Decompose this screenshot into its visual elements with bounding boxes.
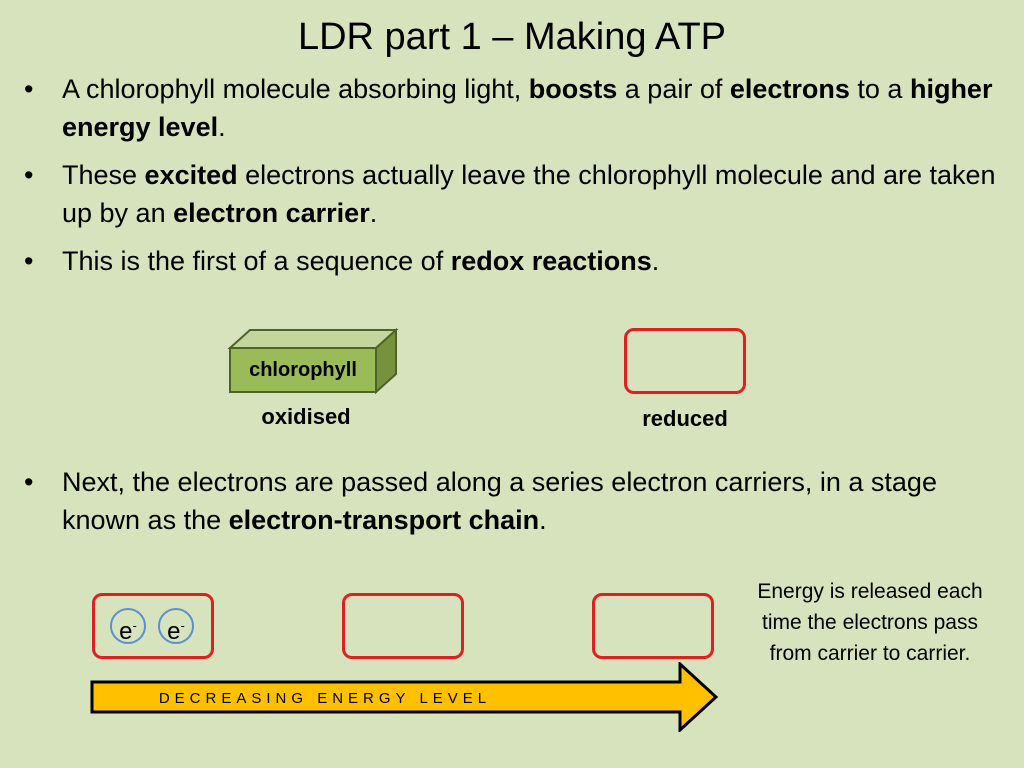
energy-note: Energy is released each time the electro… [757, 580, 983, 665]
bullet-dot: • [24, 467, 34, 497]
bullet-list: • A chlorophyll molecule absorbing light… [22, 70, 1012, 290]
bullet-dot: • [24, 160, 34, 190]
carrier-box-2 [342, 593, 464, 659]
bullet-dot: • [24, 74, 34, 104]
chlorophyll-label: chlorophyll [249, 359, 357, 381]
chlorophyll-block-top [227, 329, 399, 349]
oxidised-label: oxidised [261, 404, 351, 429]
bullet-3-text: This is the first of a sequence of redox… [62, 246, 660, 276]
arrow-label: DECREASING ENERGY LEVEL [159, 690, 491, 707]
reduced-label: reduced [642, 406, 728, 431]
arrow-shape [90, 662, 719, 732]
bullet-2: • These excited electrons actually leave… [22, 156, 1012, 232]
slide-title: LDR part 1 – Making ATP [297, 16, 727, 58]
carrier-box-3 [592, 593, 714, 659]
electron-1: e- [110, 608, 146, 645]
bullet-list-2: • Next, the electrons are passed along a… [22, 463, 1012, 549]
bullet-4-text: Next, the electrons are passed along a s… [62, 467, 937, 535]
bullet-1-text: A chlorophyll molecule absorbing light, … [62, 74, 993, 142]
bullet-2-text: These excited electrons actually leave t… [62, 160, 996, 228]
chlorophyll-block-front [229, 347, 377, 393]
chlorophyll-block: chlorophyll [227, 327, 399, 395]
reduced-carrier-box [624, 328, 746, 394]
bullet-dot: • [24, 246, 34, 276]
bullet-3: • This is the first of a sequence of red… [22, 242, 1012, 280]
energy-arrow: DECREASING ENERGY LEVEL [90, 662, 719, 732]
electron-2: e- [158, 608, 194, 645]
bullet-1: • A chlorophyll molecule absorbing light… [22, 70, 1012, 146]
bullet-4: • Next, the electrons are passed along a… [22, 463, 1012, 539]
